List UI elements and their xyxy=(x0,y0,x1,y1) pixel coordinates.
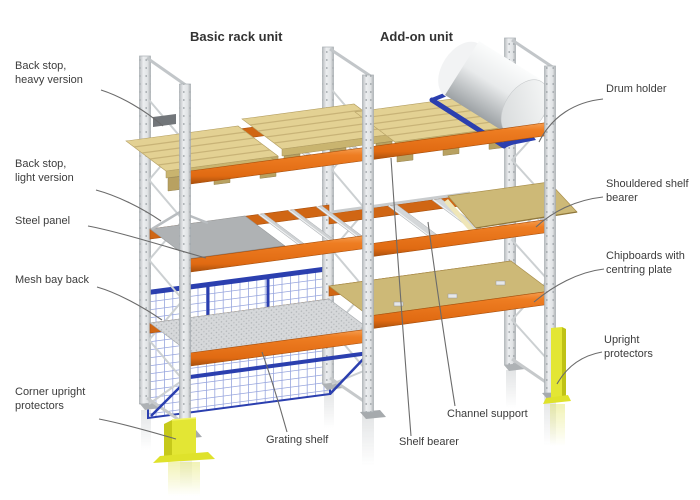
pallets xyxy=(125,96,508,192)
label-upright-protectors: Upright protectors xyxy=(604,333,653,361)
label-line: Steel panel xyxy=(15,215,71,227)
upright-post xyxy=(362,74,374,413)
label-line: Drum holder xyxy=(606,83,667,95)
label-shouldered-shelf-bearer: Shouldered shelf bearer xyxy=(606,177,689,205)
line xyxy=(157,149,271,166)
label-line: Back stop, xyxy=(15,60,67,72)
label-line: protectors xyxy=(604,348,653,360)
line xyxy=(147,349,331,375)
leader-grating-shelf xyxy=(261,351,288,433)
line xyxy=(149,143,263,160)
label-line: Shelf bearer xyxy=(399,436,459,448)
label-line: heavy version xyxy=(15,74,83,86)
line xyxy=(147,293,331,319)
line xyxy=(258,213,300,245)
label-line: Chipboards with xyxy=(606,250,685,262)
corner-upright-protector xyxy=(153,417,215,463)
line xyxy=(265,121,379,138)
title-add-on-unit: Add-on unit xyxy=(380,29,453,44)
label-line: Back stop, xyxy=(15,158,67,170)
upright-post xyxy=(544,65,556,394)
label-line: Mesh bay back xyxy=(15,274,89,286)
label-line: Shouldered shelf xyxy=(606,178,689,190)
label-line: protectors xyxy=(15,400,64,412)
pallet-top xyxy=(241,103,395,150)
line xyxy=(257,115,371,132)
line xyxy=(141,137,255,154)
upright-protector xyxy=(543,327,571,404)
label-line: Grating shelf xyxy=(266,434,329,446)
line xyxy=(386,120,500,137)
leader-lines xyxy=(87,89,605,440)
title-basic-rack-unit: Basic rack unit xyxy=(190,29,283,44)
line xyxy=(249,109,363,126)
line xyxy=(147,389,331,415)
label-back-stop-heavy: Back stop, heavy version xyxy=(15,59,83,87)
line xyxy=(362,102,476,119)
label-grating-shelf: Grating shelf xyxy=(266,433,328,447)
label-line: Channel support xyxy=(447,408,528,420)
label-shelf-bearer: Shelf bearer xyxy=(399,435,459,449)
leader-channel-support xyxy=(427,221,456,407)
line xyxy=(378,114,492,131)
leader-upright-protectors xyxy=(556,351,603,385)
centring-plate xyxy=(393,301,404,307)
leader-corner-upright-protectors xyxy=(98,418,177,440)
label-line: Upright xyxy=(604,334,640,346)
label-mesh-bay-back: Mesh bay back xyxy=(15,273,89,287)
floor-reflections xyxy=(141,370,565,496)
line xyxy=(147,277,331,303)
leader-chipboards xyxy=(533,268,605,303)
leader-back-stop-light xyxy=(95,189,162,222)
upright-post xyxy=(179,83,191,433)
drum xyxy=(438,41,550,137)
centring-plate xyxy=(447,293,458,299)
label-line: light version xyxy=(15,172,74,184)
leader-drum-holder xyxy=(538,98,604,143)
label-chipboards-with-centring-plate: Chipboards with centring plate xyxy=(606,249,685,277)
label-line: bearer xyxy=(606,192,638,204)
leader-shouldered-shelf-bearer xyxy=(535,196,604,228)
leader-back-stop-heavy xyxy=(100,89,164,127)
shelf-bearers-mid xyxy=(257,205,363,245)
line xyxy=(147,373,331,399)
label-channel-support: Channel support xyxy=(447,407,528,421)
leader-mesh-bay-back xyxy=(96,286,163,321)
pallet-top xyxy=(125,125,279,172)
upright-post xyxy=(139,55,151,405)
label-line: centring plate xyxy=(606,264,673,276)
label-back-stop-light: Back stop, light version xyxy=(15,157,74,185)
back-stop-heavy xyxy=(153,114,176,127)
line xyxy=(388,205,430,236)
cross-rail xyxy=(331,191,471,214)
label-steel-panel: Steel panel xyxy=(15,214,70,228)
leader-steel-panel xyxy=(87,225,207,259)
centring-plate xyxy=(495,280,506,286)
label-corner-upright-protectors: Corner upright protectors xyxy=(15,385,85,413)
label-line: Corner upright xyxy=(15,386,86,398)
label-drum-holder: Drum holder xyxy=(606,82,667,96)
leader-shelf-bearer xyxy=(390,157,412,437)
line xyxy=(288,209,330,241)
line xyxy=(147,365,331,391)
line xyxy=(316,205,358,237)
line xyxy=(370,108,484,125)
line xyxy=(147,381,331,407)
